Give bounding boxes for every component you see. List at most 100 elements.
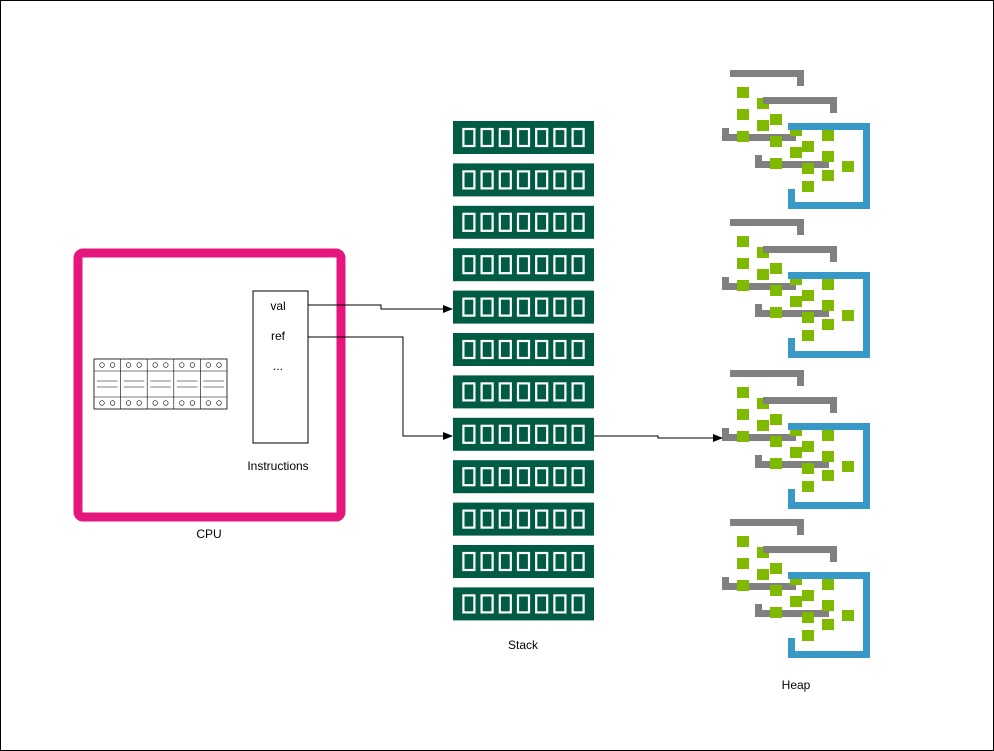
- stack-cell: [571, 509, 585, 529]
- heap-block: [737, 431, 749, 442]
- heap-block: [822, 430, 834, 441]
- heap-block: [770, 607, 782, 618]
- stack-cell: [480, 127, 494, 148]
- stack-cell: [535, 170, 549, 190]
- stack-cell: [535, 594, 549, 614]
- stack-cell: [571, 170, 585, 190]
- stack-cell: [553, 382, 567, 402]
- stack-cell: [480, 382, 494, 402]
- register-contact: [205, 362, 211, 368]
- stack-cell: [571, 339, 585, 360]
- heap-block: [737, 258, 749, 269]
- heap-label: Heap: [782, 678, 811, 692]
- stack-slot: [453, 121, 594, 154]
- heap-block: [737, 558, 749, 569]
- stack-cell: [553, 424, 567, 444]
- stack-cell: [462, 424, 476, 444]
- register-contact: [99, 400, 105, 406]
- heap-block: [842, 161, 854, 172]
- stack-cell: [516, 297, 531, 317]
- stack-cell: [498, 127, 512, 148]
- stack-cell: [462, 509, 476, 529]
- stack-cell: [480, 297, 494, 317]
- stack-cell: [498, 297, 512, 317]
- stack-cell: [498, 551, 512, 572]
- stack-cell: [571, 255, 585, 275]
- stack-cell: [571, 212, 585, 232]
- stack-slot: [453, 545, 594, 578]
- stack-cell: [553, 127, 567, 148]
- stack-cell: [498, 594, 512, 614]
- register-cell: [97, 380, 118, 388]
- stack-cell: [535, 509, 549, 529]
- stack-cell: [498, 255, 512, 275]
- instructions-box: [252, 290, 309, 444]
- stack-cell: [498, 212, 512, 232]
- heap-block: [822, 619, 834, 630]
- stack-slot: [453, 290, 594, 324]
- register-cell: [123, 380, 145, 388]
- heap-block: [822, 451, 834, 462]
- heap-block: [737, 280, 749, 291]
- stack-cell: [462, 255, 476, 275]
- stack-cell: [553, 509, 567, 529]
- stack-cell: [462, 467, 476, 487]
- heap-block: [842, 461, 854, 472]
- heap-block: [790, 125, 802, 136]
- register-contact: [205, 400, 211, 406]
- stack-cell: [462, 212, 476, 232]
- stack-cell: [498, 424, 512, 444]
- heap-object: [722, 219, 870, 358]
- stack-cell: [535, 297, 549, 317]
- stack-cell: [571, 594, 585, 614]
- register-contact: [99, 362, 105, 368]
- stack-cell: [553, 594, 567, 614]
- stack-cell: [535, 127, 549, 148]
- heap-block: [770, 458, 782, 469]
- heap-block: [802, 630, 814, 641]
- heap-block: [822, 279, 834, 290]
- heap-block: [802, 590, 814, 601]
- register-contact: [136, 400, 142, 406]
- heap-block: [822, 130, 834, 141]
- stack-cell: [480, 467, 494, 487]
- register-contact: [179, 400, 185, 406]
- register-cell: [150, 380, 171, 388]
- register-contact: [125, 362, 132, 368]
- heap-block: [770, 263, 782, 274]
- heap-block: [757, 120, 769, 131]
- heap-block: [737, 236, 749, 247]
- heap-block: [737, 131, 749, 142]
- stack-cell: [480, 424, 494, 444]
- stack-cell: [480, 594, 494, 614]
- register-contact: [216, 400, 222, 406]
- register-contact: [152, 362, 158, 368]
- arrow-stack-to-heap: [594, 434, 723, 442]
- stack-cell: [498, 467, 512, 487]
- heap-block: [822, 470, 834, 481]
- heap-object: [722, 519, 870, 658]
- cpu-frame: [73, 248, 346, 522]
- heap-block: [757, 269, 769, 280]
- stack-cell: [480, 170, 494, 190]
- heap-block: [822, 319, 834, 330]
- heap-block: [842, 310, 854, 321]
- heap-block: [822, 170, 834, 181]
- register-contact: [216, 362, 222, 368]
- stack-slot: [453, 417, 594, 451]
- heap-block: [790, 596, 802, 607]
- heap-block: [842, 610, 854, 621]
- stack-cell: [498, 339, 512, 360]
- stack-cell: [516, 382, 531, 402]
- register-contact: [163, 362, 169, 368]
- stack-cell: [462, 170, 476, 190]
- stack-cell: [571, 467, 585, 487]
- register-contact: [189, 362, 196, 368]
- heap-block: [802, 312, 814, 323]
- stack-cell: [553, 212, 567, 232]
- instruction-val: val: [270, 299, 285, 313]
- heap-block: [790, 425, 802, 436]
- instruction-ref: ref: [271, 329, 286, 343]
- heap-block: [790, 574, 802, 585]
- cpu-label: CPU: [196, 527, 221, 541]
